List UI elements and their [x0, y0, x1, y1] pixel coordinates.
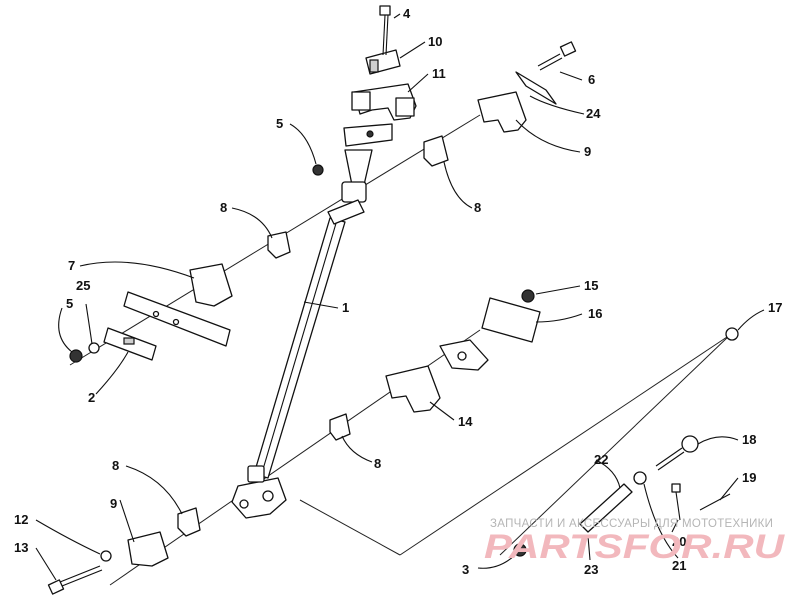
- bolt-13: [47, 565, 103, 595]
- bracket-plate: [123, 291, 231, 347]
- watermark-caption: ЗАПЧАСТИ И АКСЕССУАРЫ ДЛЯ МОТОТЕХНИКИ: [490, 518, 773, 530]
- block-9-lower: [127, 531, 169, 567]
- callout-15: 15: [584, 278, 598, 293]
- callout-14: 14: [458, 414, 473, 429]
- watermark-logo: PARTSFOR.RU: [484, 528, 786, 566]
- callout-10: 10: [428, 34, 442, 49]
- plate-6-bracket: [515, 71, 557, 105]
- callout-19: 19: [742, 470, 756, 485]
- upper-clamp-parts: [351, 49, 417, 121]
- plate-16: [481, 297, 541, 343]
- leader-lines: [35, 13, 765, 581]
- callout-7: 7: [68, 258, 75, 273]
- callout-18: 18: [742, 432, 756, 447]
- callout-2: 2: [88, 390, 95, 405]
- callout-8-upper-right: 8: [474, 200, 481, 215]
- callout-9-upper: 9: [584, 144, 591, 159]
- callout-6: 6: [588, 72, 595, 87]
- callout-21: 21: [672, 558, 686, 573]
- callout-22: 22: [594, 452, 608, 467]
- cotter-pin-19: [699, 493, 731, 511]
- steering-post-tube: [253, 123, 393, 479]
- callout-1: 1: [342, 300, 349, 315]
- block-7: [189, 263, 233, 307]
- bolt-6: [537, 41, 577, 71]
- nut-5-left: [69, 349, 83, 363]
- watermark: ЗАПЧАСТИ И АКСЕССУАРЫ ДЛЯ МОТОТЕХНИКИ PA…: [484, 518, 786, 566]
- callout-8-lower-middle: 8: [374, 456, 381, 471]
- support-block-24: [477, 91, 527, 133]
- callout-5-upper: 5: [276, 116, 283, 131]
- bolt-20: [671, 483, 681, 521]
- tie-rod-end-18: [655, 435, 699, 471]
- bushing-8-c: [329, 413, 351, 441]
- callout-8-upper-left: 8: [220, 200, 227, 215]
- washer-25: [88, 342, 100, 354]
- callout-25: 25: [76, 278, 90, 293]
- spacer-22: [579, 483, 633, 533]
- callout-12: 12: [14, 512, 28, 527]
- callout-23: 23: [584, 562, 598, 577]
- bushing-8-b: [423, 135, 449, 167]
- callout-16: 16: [588, 306, 602, 321]
- washer-12: [100, 550, 112, 562]
- nut-17: [725, 327, 739, 341]
- callout-11: 11: [432, 66, 446, 81]
- callout-4: 4: [403, 6, 411, 21]
- block-14: [385, 365, 441, 413]
- callout-5-left: 5: [66, 296, 73, 311]
- callout-20: 20: [672, 534, 686, 549]
- bushing-8-a: [267, 231, 291, 259]
- callout-17: 17: [768, 300, 782, 315]
- nut-3: [513, 543, 527, 557]
- nut-5-upper: [312, 164, 324, 176]
- callout-13: 13: [14, 540, 28, 555]
- callout-9-lower: 9: [110, 496, 117, 511]
- callout-24: 24: [586, 106, 601, 121]
- nut-15: [521, 289, 535, 303]
- washer-21: [633, 471, 647, 485]
- bushing-8-d: [177, 507, 201, 537]
- callout-3: 3: [462, 562, 469, 577]
- callout-labels: 4 10 11 5 6 24 9 8 8 7 25 5 1 2 15 16 17…: [14, 6, 782, 577]
- steering-arm: [231, 465, 287, 519]
- bolt-4: [379, 5, 391, 56]
- callout-8-lower-left: 8: [112, 458, 119, 473]
- assembly-axes: [69, 114, 731, 586]
